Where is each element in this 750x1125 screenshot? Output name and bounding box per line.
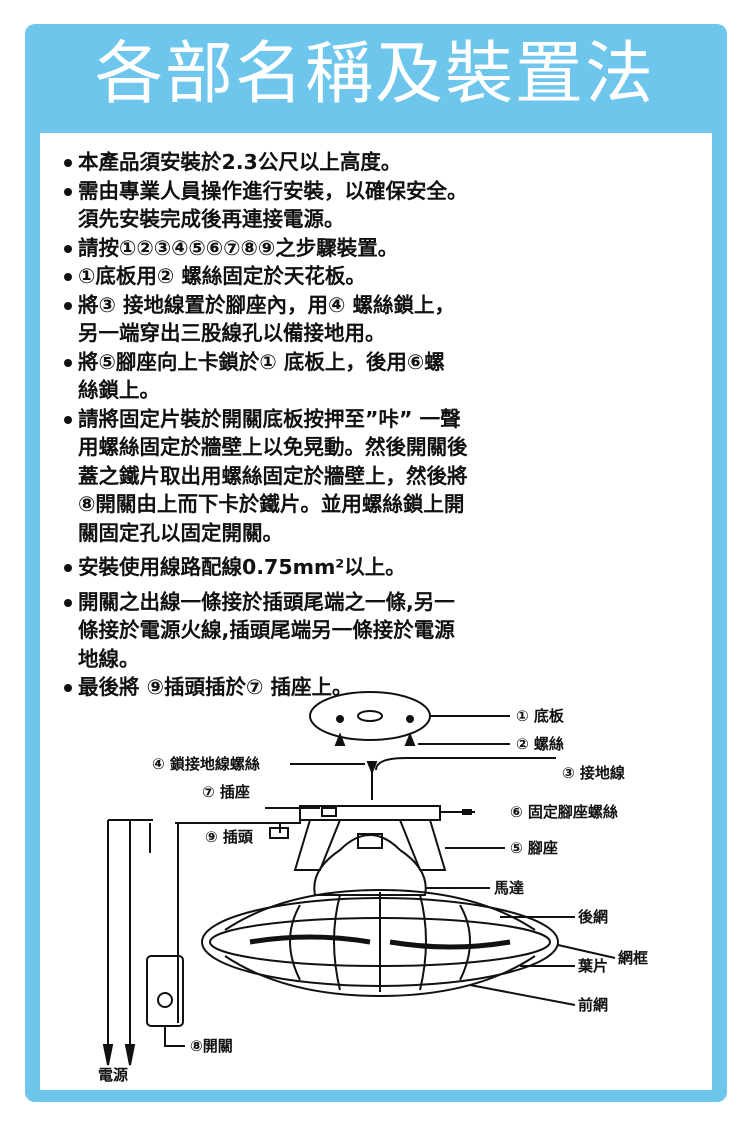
label-blade: 葉片 (578, 957, 609, 975)
screw-icon (334, 732, 416, 746)
label-front-guard: 前網 (578, 996, 609, 1014)
instruction-line: 絲鎖上。 (78, 378, 160, 402)
instruction-item: 最後將 ⑨插頭插於⑦ 插座上。 (62, 673, 562, 702)
instruction-line: 最後將 ⑨插頭插於⑦ 插座上。 (62, 673, 562, 702)
instruction-line: 須先安裝完成後再連接電源。 (78, 207, 345, 231)
label-power: 電源 (98, 1066, 129, 1084)
instruction-line: 請將固定片裝於開關底板按押至”咔” 一聲 (62, 405, 562, 434)
instruction-line: ①底板用② 螺絲固定於天花板。 (62, 262, 562, 291)
label-motor: 馬達 (494, 879, 525, 897)
instruction-line: 蓋之鐵片取出用螺絲固定於牆壁上，然後將 (78, 463, 468, 488)
label-base-plate: ① 底板 (516, 707, 564, 725)
instruction-line: 安裝使用線路配線0.75mm²以上。 (62, 553, 562, 582)
label-ground-screw: ④ 鎖接地線螺絲 (152, 755, 260, 773)
instruction-item: ①底板用② 螺絲固定於天花板。 (62, 262, 562, 291)
page-title: 各部名稱及裝置法 (94, 35, 655, 114)
instruction-line: 另一端穿出三股線孔以備接地用。 (78, 321, 386, 345)
instruction-item: 請將固定片裝於開關底板按押至”咔” 一聲用螺絲固定於牆壁上以免晃動。然後開關後蓋… (62, 405, 562, 548)
label-mount-screw: ⑥ 固定腳座螺絲 (510, 803, 618, 821)
instruction-item: 需由專業人員操作進行安裝，以確保安全。須先安裝完成後再連接電源。 (62, 177, 562, 234)
instruction-item: 請按①②③④⑤⑥⑦⑧⑨之步驟裝置。 (62, 234, 562, 263)
instruction-line: 關固定孔以固定開關。 (78, 520, 283, 545)
label-rear-guard: 後網 (578, 908, 609, 926)
label-plug: ⑨ 插頭 (205, 828, 253, 846)
instruction-line: 本產品須安裝於2.3公尺以上高度。 (62, 148, 562, 177)
instruction-item: 開關之出線一條接於插頭尾端之一條,另一條接於電源火線,插頭尾端另一條接於電源地線… (62, 588, 562, 674)
instruction-line: 將③ 接地線置於腳座內，用④ 螺絲鎖上， (62, 291, 562, 320)
content-panel (40, 133, 712, 1090)
instruction-item: 本產品須安裝於2.3公尺以上高度。 (62, 148, 562, 177)
instruction-item: 將⑤腳座向上卡鎖於① 底板上，後用⑥螺絲鎖上。 (62, 348, 562, 405)
instruction-line: ⑧開關由上而下卡於鐵片。並用螺絲鎖上開 (78, 492, 465, 516)
instruction-item: 安裝使用線路配線0.75mm²以上。 (62, 553, 562, 582)
label-screw: ② 螺絲 (516, 735, 564, 753)
instruction-line: 將⑤腳座向上卡鎖於① 底板上，後用⑥螺 (62, 348, 562, 377)
instruction-line: 需由專業人員操作進行安裝，以確保安全。 (62, 177, 562, 206)
instruction-line: 地線。 (78, 646, 140, 671)
label-socket: ⑦ 插座 (202, 783, 250, 801)
label-ground-wire: ③ 接地線 (562, 764, 625, 782)
instruction-line: 請按①②③④⑤⑥⑦⑧⑨之步驟裝置。 (62, 234, 562, 263)
instruction-line: 用螺絲固定於牆壁上以免晃動。然後開關後 (78, 435, 468, 459)
instruction-list: 本產品須安裝於2.3公尺以上高度。需由專業人員操作進行安裝，以確保安全。須先安裝… (62, 148, 562, 702)
label-mount: ⑤ 腳座 (510, 839, 558, 857)
label-switch: ⑧開關 (190, 1037, 233, 1055)
label-guard-frame: 網框 (618, 949, 649, 967)
instruction-item: 將③ 接地線置於腳座內，用④ 螺絲鎖上，另一端穿出三股線孔以備接地用。 (62, 291, 562, 348)
instruction-line: 開關之出線一條接於插頭尾端之一條,另一 (62, 588, 562, 617)
instruction-line: 條接於電源火線,插頭尾端另一條接於電源 (78, 618, 455, 642)
power-plug-icon (102, 1044, 136, 1066)
